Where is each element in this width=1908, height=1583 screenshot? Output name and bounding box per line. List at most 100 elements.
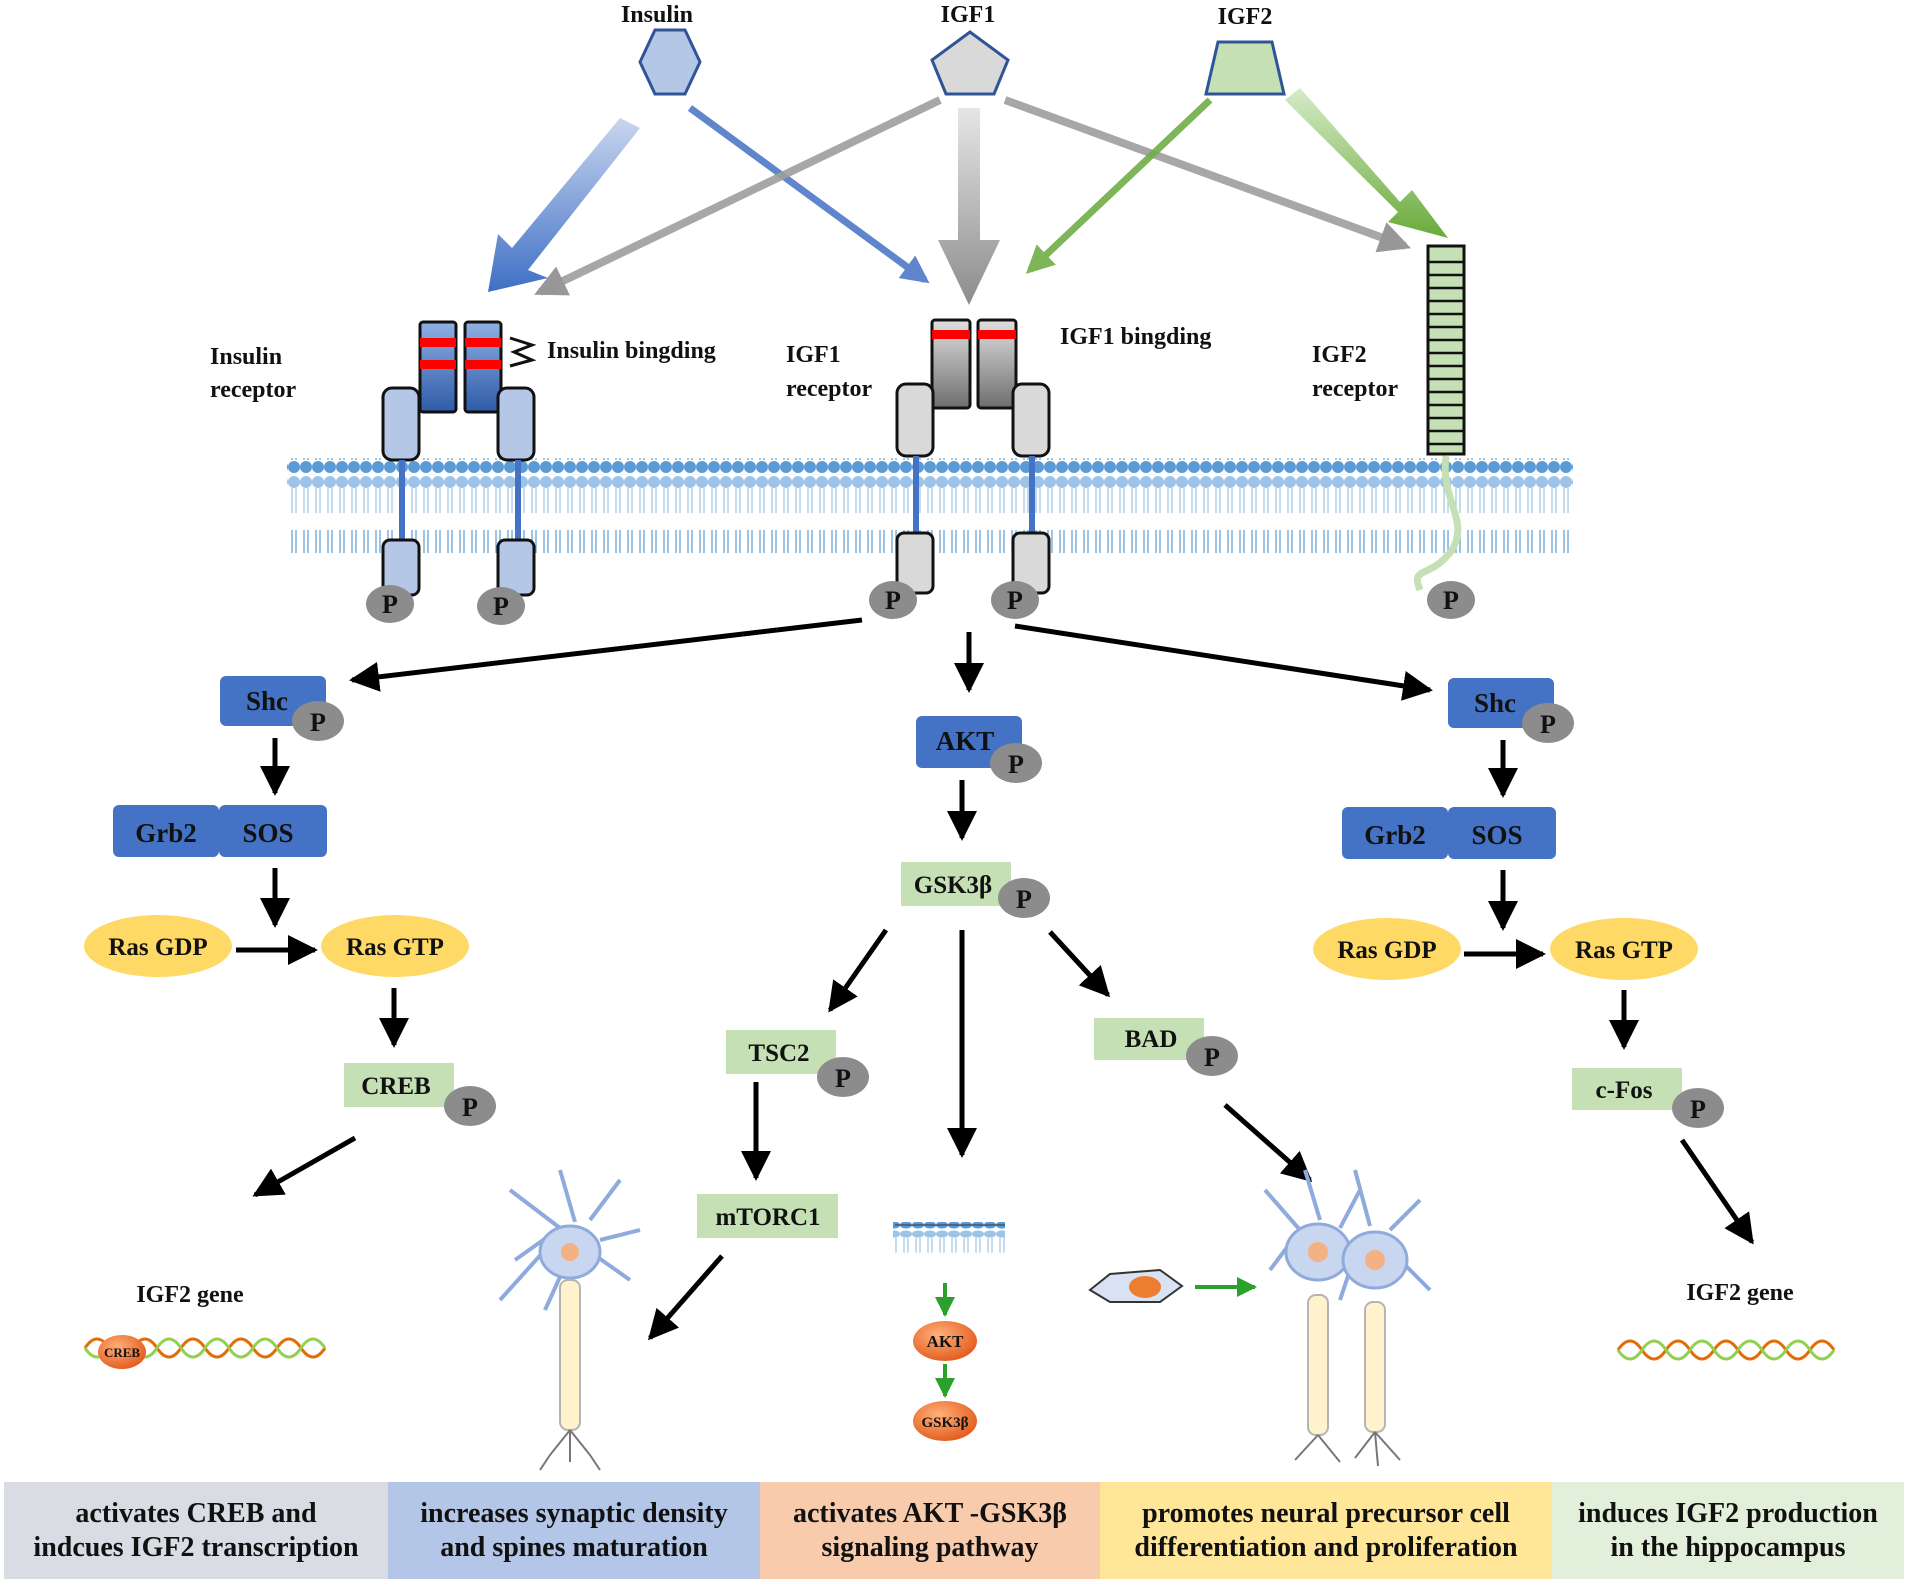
shc-label: Shc — [1474, 688, 1516, 718]
binding-site-mark — [465, 338, 501, 347]
svg-text:P: P — [382, 590, 398, 619]
gsk3b-label: GSK3β — [914, 872, 992, 899]
phospho-badge: P — [477, 587, 525, 625]
igf1-receptor: IGF1 bingding IGF1 receptor — [786, 318, 1211, 595]
outcome-line: and spines maturation — [440, 1531, 708, 1563]
igf1-label: IGF1 — [941, 2, 996, 28]
right-pathway: Shc P Grb2 SOS Ras GDP Ras GTP c-Fos P I… — [1313, 678, 1836, 1361]
outcome-line: differentiation and proliferation — [1134, 1531, 1518, 1563]
ligand-binding-arrows — [488, 88, 1448, 305]
igf2-label: IGF2 — [1218, 4, 1273, 30]
grb2-label: Grb2 — [135, 818, 197, 848]
phospho-badge: P — [998, 878, 1050, 918]
svg-text:P: P — [1443, 586, 1459, 615]
mtorc1-box — [697, 1194, 838, 1238]
igf2-to-igf1r-arrow — [1025, 97, 1213, 274]
svg-text:P: P — [1008, 750, 1024, 779]
ras-gdp-node — [84, 915, 232, 977]
phospho-badge: P — [366, 585, 414, 623]
svg-text:P: P — [462, 1093, 478, 1122]
svg-text:P: P — [885, 586, 901, 615]
dna-helix-icon: CREB — [83, 1335, 327, 1369]
binding-zigzag-icon — [509, 336, 537, 368]
phospho-badge: P — [990, 743, 1042, 783]
sos-label: SOS — [242, 818, 293, 848]
igf1-binding-label: IGF1 bingding — [1060, 324, 1211, 350]
phospho-badge: P — [292, 701, 344, 741]
insulin-receptor: Insulin bingding Insulin receptor — [210, 320, 716, 597]
neuron-pair-icon — [1263, 1169, 1432, 1467]
igf1-receptor-label-line2: receptor — [786, 376, 873, 402]
tsc2-label: TSC2 — [748, 1040, 809, 1067]
svg-text:P: P — [1007, 586, 1023, 615]
svg-text:P: P — [310, 708, 326, 737]
ras-gdp-label: Ras GDP — [1337, 937, 1436, 964]
outcome-line: activates CREB and — [75, 1497, 317, 1529]
receptor-phospho-tags: P P P P P — [366, 581, 1475, 625]
grb2-label: Grb2 — [1364, 820, 1426, 850]
tsc2-box — [726, 1030, 836, 1074]
mini-gsk3b-node — [913, 1401, 977, 1441]
outcome-line: induces IGF2 production — [1578, 1497, 1878, 1529]
igf2-ligand: IGF2 — [1204, 4, 1286, 96]
svg-text:P: P — [1016, 885, 1032, 914]
ras-gtp-node — [1550, 918, 1698, 980]
hexagon-icon — [638, 28, 702, 96]
mini-akt-label: AKT — [927, 1332, 965, 1351]
dna-helix-icon — [1616, 1339, 1836, 1361]
binding-site-mark — [420, 338, 456, 347]
shc-label: Shc — [246, 686, 288, 716]
insulin-to-igf1r-arrow — [687, 105, 930, 284]
neuron-icon — [498, 1169, 641, 1471]
bad-box — [1094, 1018, 1204, 1060]
ras-gtp-label: Ras GTP — [346, 934, 444, 961]
left-pathway: Shc P Grb2 SOS Ras GDP Ras GTP CREB P IG… — [83, 676, 496, 1369]
binding-site-mark — [465, 360, 501, 369]
ras-gtp-node — [321, 915, 469, 977]
trapezoid-icon — [1204, 40, 1286, 96]
branch-arrows — [349, 617, 1433, 701]
binding-site-mark — [932, 330, 970, 339]
akt-label: AKT — [936, 726, 995, 756]
phospho-badge: P — [444, 1086, 496, 1126]
svg-text:P: P — [1690, 1095, 1706, 1124]
mini-gsk3b-label: GSK3β — [921, 1415, 968, 1431]
igf2-receptor-label-line2: receptor — [1312, 376, 1399, 402]
gsk3b-box — [901, 862, 1011, 906]
mini-akt-node — [913, 1321, 977, 1361]
binding-site-mark — [978, 330, 1016, 339]
creb-box — [344, 1063, 454, 1107]
outcome-line: indcues IGF2 transcription — [33, 1531, 359, 1563]
insulin-ligand: Insulin — [621, 2, 702, 96]
insulin-binding-label: Insulin bingding — [547, 338, 716, 364]
pentagon-icon — [930, 30, 1010, 96]
cfos-label: c-Fos — [1596, 1077, 1653, 1104]
sos-box — [1448, 807, 1556, 859]
insulin-receptor-label-line1: Insulin — [210, 344, 282, 370]
left-igf2-gene-label: IGF2 gene — [136, 1282, 244, 1308]
outcome-line: activates AKT -GSK3β — [792, 1497, 1067, 1529]
outcome-line: signaling pathway — [821, 1531, 1039, 1563]
igf2-receptor: IGF2 receptor — [1312, 244, 1466, 592]
outcome-line: in the hippocampus — [1610, 1531, 1846, 1563]
phospho-badge: P — [1186, 1036, 1238, 1076]
grb2-box — [1342, 807, 1448, 859]
mtorc1-label: mTORC1 — [715, 1204, 820, 1231]
insulin-label: Insulin — [621, 2, 693, 28]
igf1-to-igf1r-arrow — [938, 108, 1000, 305]
binding-site-mark — [420, 360, 456, 369]
igf2-receptor-label-line1: IGF2 — [1312, 342, 1367, 368]
phospho-badge: P — [817, 1057, 869, 1097]
grb2-box — [113, 805, 219, 857]
phospho-badge: P — [1672, 1088, 1724, 1128]
mini-membrane-icon — [893, 1222, 1005, 1257]
right-igf2-gene-label: IGF2 gene — [1686, 1280, 1794, 1306]
bad-label: BAD — [1125, 1026, 1178, 1053]
igf2-to-igf2r-arrow — [1285, 88, 1448, 238]
sos-label: SOS — [1471, 820, 1522, 850]
